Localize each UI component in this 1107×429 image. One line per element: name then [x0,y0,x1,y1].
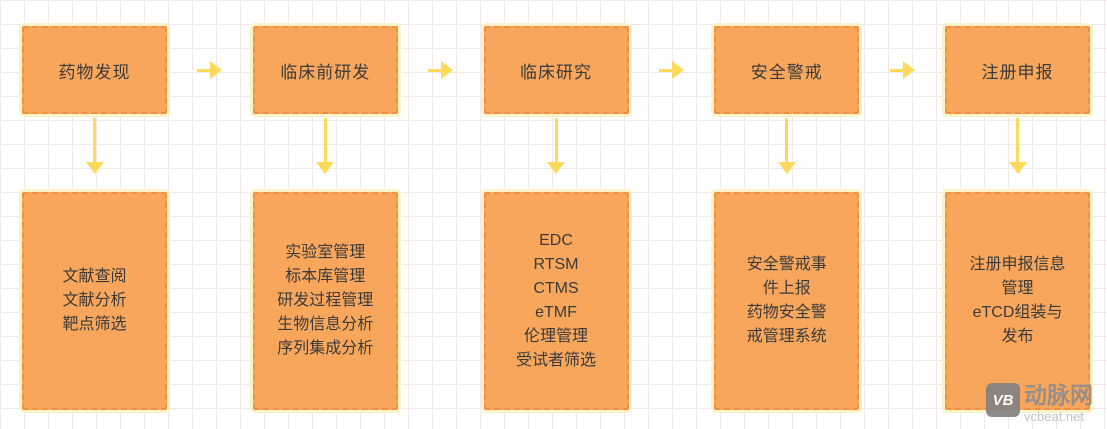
stage-box-registration: 注册申报 [945,26,1090,114]
down-arrow-icon [316,162,335,174]
right-arrow-icon [671,61,684,79]
detail-line: 件上报 [762,280,811,297]
detail-line: 生物信息分析 [277,316,374,333]
right-arrow [197,61,223,79]
stage-title: 临床研究 [520,62,592,82]
right-arrow-icon [902,61,915,79]
detail-box-clinical-research: EDC RTSM CTMS eTMF 伦理管理 受试者筛选 [483,192,629,410]
right-arrow [658,61,684,79]
stage-column-drug-discovery: 药物发现 文献查阅 文献分析 靶点筛选 [22,26,167,429]
detail-line: 文献查阅 [62,268,127,285]
down-arrow [85,114,104,192]
vcbeat-logo-icon: VB [986,383,1020,418]
down-arrow-line [554,118,558,162]
detail-line: 文献分析 [62,292,127,309]
right-arrow-line [889,68,903,72]
detail-line: 序列集成分析 [277,340,374,357]
arrow-gap [859,26,945,429]
detail-line: eTMF [535,304,577,321]
detail-box-registration: 注册申报信息 管理 eTCD组装与 发布 [945,192,1090,410]
detail-line: 管理 [1001,280,1034,297]
arrow-gap [398,26,484,429]
detail-line: EDC [539,232,573,249]
down-arrow-line [785,118,789,162]
down-arrow [1008,114,1027,192]
detail-line: 戒管理系统 [746,328,827,345]
stage-title: 安全警戒 [750,62,823,82]
stage-column-safety-vigilance: 安全警戒 安全警戒事 件上报 药物安全警 戒管理系统 [714,26,860,429]
right-arrow-line [428,68,442,72]
detail-line: 药物安全警 [746,304,827,321]
watermark-text: 动脉网 vcbeat.net [1024,383,1093,424]
down-arrow-icon [85,162,104,174]
detail-line: 注册申报信息 [969,256,1066,273]
detail-line: 发布 [1001,328,1034,345]
detail-line: RTSM [533,256,579,273]
right-arrow-icon [210,61,223,79]
down-arrow-line [1016,118,1019,162]
stage-column-clinical-research: 临床研究 EDC RTSM CTMS eTMF 伦理管理 受试者筛选 [483,26,629,429]
down-arrow-line [323,118,327,162]
detail-line: eTCD组装与 [972,304,1063,321]
watermark-site-url: vcbeat.net [1024,408,1084,424]
down-arrow-icon [547,162,565,174]
detail-line: 研发过程管理 [277,292,374,309]
stage-box-safety-vigilance: 安全警戒 [714,26,860,114]
detail-box-preclinical: 实验室管理 标本库管理 研发过程管理 生物信息分析 序列集成分析 [252,192,398,410]
detail-line: 实验室管理 [285,244,366,261]
right-arrow-line [197,68,211,72]
watermark: VB 动脉网 vcbeat.net [986,383,1093,424]
watermark-brand-name: 动脉网 [1024,382,1093,409]
stage-title: 临床前研发 [280,62,371,82]
detail-line: 伦理管理 [523,328,588,345]
down-arrow [777,114,796,192]
down-arrow-line [93,118,96,162]
stage-title: 注册申报 [981,62,1054,82]
detail-line: 受试者筛选 [515,352,596,369]
stage-box-clinical-research: 临床研究 [483,26,629,114]
stage-title: 药物发现 [58,62,131,82]
detail-box-drug-discovery: 文献查阅 文献分析 靶点筛选 [22,192,167,410]
detail-line: 标本库管理 [285,268,366,285]
detail-line: CTMS [533,280,579,297]
right-arrow-icon [441,61,454,79]
down-arrow-icon [1008,162,1027,174]
arrow-gap [629,26,715,429]
stage-column-registration: 注册申报 注册申报信息 管理 eTCD组装与 发布 [945,26,1090,429]
right-arrow [889,61,915,79]
stage-box-drug-discovery: 药物发现 [22,26,167,114]
stage-column-preclinical: 临床前研发 实验室管理 标本库管理 研发过程管理 生物信息分析 序列集成分析 [252,26,398,429]
detail-box-safety-vigilance: 安全警戒事 件上报 药物安全警 戒管理系统 [714,192,860,410]
down-arrow [316,114,335,192]
stage-box-preclinical: 临床前研发 [252,26,398,114]
detail-line: 靶点筛选 [62,316,127,333]
right-arrow-line [658,68,672,72]
right-arrow [428,61,454,79]
down-arrow-icon [777,162,796,174]
detail-line: 安全警戒事 [746,256,827,273]
down-arrow [547,114,565,192]
arrow-gap [167,26,253,429]
